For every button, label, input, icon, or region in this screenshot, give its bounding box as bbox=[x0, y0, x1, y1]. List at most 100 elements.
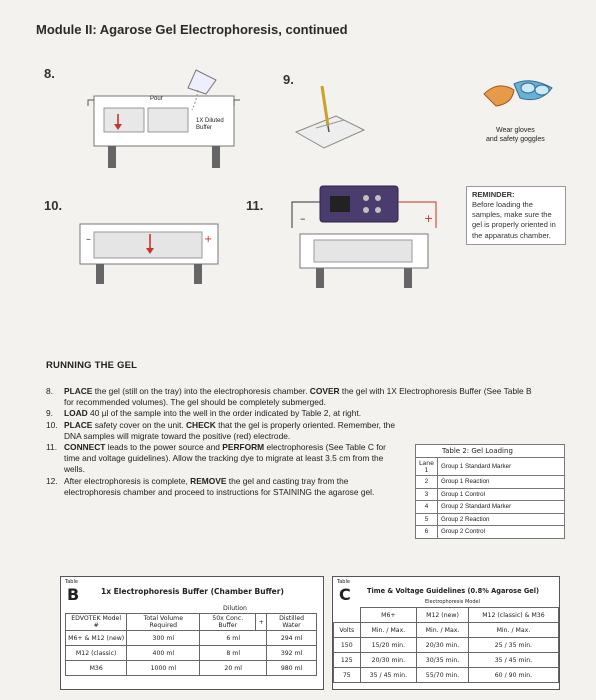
sample-cell: Group 2 Standard Marker bbox=[436, 500, 566, 514]
time-cell: 55/70 min. bbox=[416, 667, 469, 683]
buffer-table: EDVOTEK Model # Total Volume Required 50… bbox=[64, 613, 317, 676]
step-verb: CHECK bbox=[185, 419, 216, 430]
step-text: After electrophoresis is complete, bbox=[64, 475, 191, 486]
plus-sign: + bbox=[255, 613, 267, 631]
step-text: that the gel is properly oriented. Remem… bbox=[64, 419, 395, 441]
time-cell: 25 / 35 min. bbox=[467, 637, 560, 653]
time-cell: 20/30 min. bbox=[359, 652, 418, 668]
model-cell: M36 bbox=[64, 660, 128, 676]
volts-header: Volts bbox=[333, 622, 361, 638]
table-b-word: Table bbox=[65, 579, 78, 585]
instruction-step: 11.CONNECT leads to the power source and… bbox=[46, 442, 404, 476]
sample-cell: Group 2 Reaction bbox=[436, 512, 566, 526]
buffer-cell: 20 ml bbox=[199, 660, 268, 676]
time-cell: 60 / 90 min. bbox=[467, 667, 560, 683]
sample-cell: Group 2 Control bbox=[436, 525, 566, 539]
table-row: M12 (classic) 400 ml 8 ml 392 ml bbox=[64, 645, 317, 661]
step-8-number: 8. bbox=[44, 66, 55, 81]
svg-text:–: – bbox=[300, 212, 306, 225]
step-verb: PERFORM bbox=[222, 442, 265, 453]
step-verb: PLACE bbox=[64, 386, 93, 396]
sample-cell: Group 1 Reaction bbox=[436, 475, 566, 489]
reminder-text: Before loading the samples, make sure th… bbox=[472, 200, 556, 240]
buffer-label-line2: Buffer bbox=[196, 125, 212, 131]
column-header: EDVOTEK Model # bbox=[64, 613, 128, 631]
table-header-row: M6+ M12 (new) M12 (classic) & M36 bbox=[333, 607, 560, 623]
safety-line1: Wear gloves bbox=[495, 127, 535, 134]
volts-cell: 125 bbox=[333, 652, 361, 668]
table-b-letter: B bbox=[67, 585, 80, 604]
reminder-box: REMINDER: Before loading the samples, ma… bbox=[466, 186, 566, 245]
time-cell: 30/35 min. bbox=[416, 652, 469, 668]
instruction-steps: 8.PLACE the gel (still on the tray) into… bbox=[46, 386, 532, 498]
time-cell: 15/20 min. bbox=[359, 637, 418, 653]
instruction-step: 12. After electrophoresis is complete, RE… bbox=[46, 476, 404, 498]
safety-line2: and safety goggles bbox=[486, 136, 545, 143]
pour-buffer-illustration bbox=[87, 69, 240, 168]
column-header: M6+ bbox=[359, 607, 418, 623]
table-b-title: 1x Electrophoresis Buffer (Chamber Buffe… bbox=[101, 587, 284, 596]
step-verb: CONNECT bbox=[64, 442, 106, 453]
volts-cell: 150 bbox=[333, 637, 361, 653]
page-title: Module II: Agarose Gel Electrophoresis, … bbox=[36, 22, 348, 37]
step-text: 40 µl of the sample into the well in the… bbox=[87, 408, 362, 419]
sample-cell: Group 1 Standard Marker bbox=[436, 457, 566, 476]
gel-chamber-illustration: – + bbox=[79, 223, 219, 284]
buffer-cell: 6 ml bbox=[199, 630, 268, 646]
step-number: 11. bbox=[46, 442, 58, 453]
minmax-header: Min. / Max. bbox=[359, 622, 418, 638]
water-cell: 392 ml bbox=[266, 645, 317, 661]
step-number: 10. bbox=[46, 419, 58, 430]
table-row: 125 20/30 min. 30/35 min. 35 / 45 min. bbox=[333, 652, 560, 668]
step-number: 12. bbox=[46, 475, 58, 486]
step-verb: REMOVE bbox=[190, 475, 227, 486]
step-text: electrophoresis (See Table C for time an… bbox=[64, 442, 386, 475]
safety-note: Wear gloves and safety goggles bbox=[486, 126, 545, 144]
table-c-word: Table bbox=[337, 579, 350, 585]
table-row: 150 15/20 min. 20/30 min. 25 / 35 min. bbox=[333, 637, 560, 653]
buffer-label: 1X Diluted Buffer bbox=[196, 118, 224, 132]
lane-cell: 2 bbox=[415, 475, 438, 489]
gloves-goggles-icon bbox=[483, 80, 553, 107]
volume-cell: 1000 ml bbox=[126, 660, 201, 676]
section-title: RUNNING THE GEL bbox=[46, 360, 138, 371]
step-11-number: 11. bbox=[246, 198, 264, 213]
step-verb: PLACE bbox=[64, 419, 93, 430]
model-cell: M12 (classic) bbox=[64, 645, 128, 661]
lane-cell: 4 bbox=[415, 500, 438, 514]
step-verb: COVER bbox=[309, 386, 340, 396]
power-supply-illustration: – + bbox=[291, 185, 437, 288]
step-number: 8. bbox=[46, 386, 53, 396]
volume-cell: 300 ml bbox=[126, 630, 201, 646]
step-9-number: 9. bbox=[283, 72, 294, 87]
step-text: the gel and casting tray from the electr… bbox=[64, 475, 375, 497]
sample-cell: Group 1 Control bbox=[436, 487, 566, 501]
time-cell: 20/30 min. bbox=[416, 637, 469, 653]
step-verb: LOAD bbox=[64, 408, 88, 419]
step-10-number: 10. bbox=[44, 198, 63, 213]
buffer-cell: 8 ml bbox=[199, 645, 268, 661]
svg-text:–: – bbox=[86, 234, 91, 245]
svg-text:+: + bbox=[204, 234, 212, 245]
instruction-step: 8.PLACE the gel (still on the tray) into… bbox=[46, 386, 534, 408]
water-cell: 294 ml bbox=[266, 630, 317, 646]
minmax-header: Min. / Max. bbox=[416, 622, 469, 638]
time-cell: 35 / 45 min. bbox=[359, 667, 418, 683]
instruction-step: 9.LOAD 40 µl of the sample into the well… bbox=[46, 408, 534, 419]
column-header: 50x Conc. Buffer bbox=[199, 613, 257, 631]
gel-loading-caption: Table 2: Gel Loading bbox=[415, 444, 565, 457]
model-header: Electrophoresis Model bbox=[425, 599, 480, 605]
buffer-label-line1: 1X Diluted bbox=[196, 118, 224, 124]
lane-cell: 6 bbox=[415, 525, 438, 539]
voltage-table: M6+ M12 (new) M12 (classic) & M36 Volts … bbox=[333, 607, 560, 683]
volts-cell: 75 bbox=[333, 667, 361, 683]
table-row: M36 1000 ml 20 ml 980 ml bbox=[64, 660, 317, 676]
water-cell: 980 ml bbox=[266, 660, 317, 676]
column-header: M12 (new) bbox=[416, 607, 469, 623]
table-header-row: EDVOTEK Model # Total Volume Required 50… bbox=[64, 613, 317, 631]
